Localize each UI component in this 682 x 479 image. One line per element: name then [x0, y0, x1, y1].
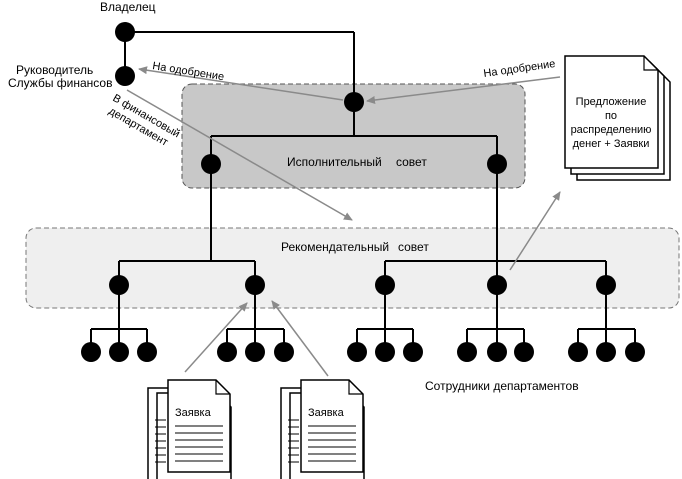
owner-label: Владелец	[100, 0, 156, 14]
advisory-node-2	[245, 275, 265, 295]
request-document-left	[147, 379, 232, 479]
finance-head-label-line2: Службы финансов	[8, 76, 112, 90]
executive-left-node	[201, 154, 221, 174]
approval-right-label: На одобрение	[483, 58, 556, 80]
employee-node	[274, 342, 294, 362]
advisory-node-3	[375, 275, 395, 295]
employee-node	[625, 342, 645, 362]
executive-board-label-part2: совет	[396, 155, 427, 169]
proposal-label-line2: по	[605, 110, 617, 122]
employee-node	[217, 342, 237, 362]
advisory-board-label-part1: Рекомендательный	[281, 240, 389, 254]
employee-node	[109, 342, 129, 362]
request-left-arrow	[184, 302, 248, 373]
proposal-label-line3: распределению	[571, 124, 652, 136]
executive-right-node	[487, 154, 507, 174]
executive-top-node	[344, 92, 364, 112]
employee-node	[137, 342, 157, 362]
employee-node	[245, 342, 265, 362]
employee-node	[375, 342, 395, 362]
to-finance-arrow	[126, 89, 353, 221]
request-right-label: Заявка	[308, 407, 345, 419]
finance-head-node	[115, 66, 135, 86]
employee-node	[403, 342, 423, 362]
request-document-right	[280, 379, 365, 479]
finance-head-label-line1: Руководитель	[16, 63, 93, 77]
flow-arrows	[126, 66, 561, 377]
employee-node	[81, 342, 101, 362]
approval-left-arrow	[138, 66, 344, 101]
owner-node	[115, 22, 135, 42]
executive-board-label-part1: Исполнительный	[287, 155, 382, 169]
approval-right-arrow	[366, 76, 561, 104]
advisory-board-box	[25, 227, 680, 309]
approval-left-label: На одобрение	[152, 60, 225, 83]
nodes	[81, 22, 645, 362]
advisory-node-5	[596, 275, 616, 295]
proposal-label-line4: денег + Заявки	[573, 138, 650, 150]
advisory-node-1	[109, 275, 129, 295]
request-right-arrow	[271, 300, 329, 377]
advisory-board-label-part2: совет	[398, 240, 429, 254]
employee-node	[596, 342, 616, 362]
proposal-document-stack	[564, 55, 671, 181]
employee-node	[568, 342, 588, 362]
employee-node	[514, 342, 534, 362]
employee-node	[457, 342, 477, 362]
advisory-node-4	[487, 275, 507, 295]
employees-label: Сотрудники департаментов	[425, 379, 579, 393]
to-proposal-arrow	[509, 191, 561, 271]
proposal-label-line1: Предложение	[576, 96, 647, 108]
request-left-label: Заявка	[175, 407, 212, 419]
employee-node	[487, 342, 507, 362]
employee-node	[347, 342, 367, 362]
